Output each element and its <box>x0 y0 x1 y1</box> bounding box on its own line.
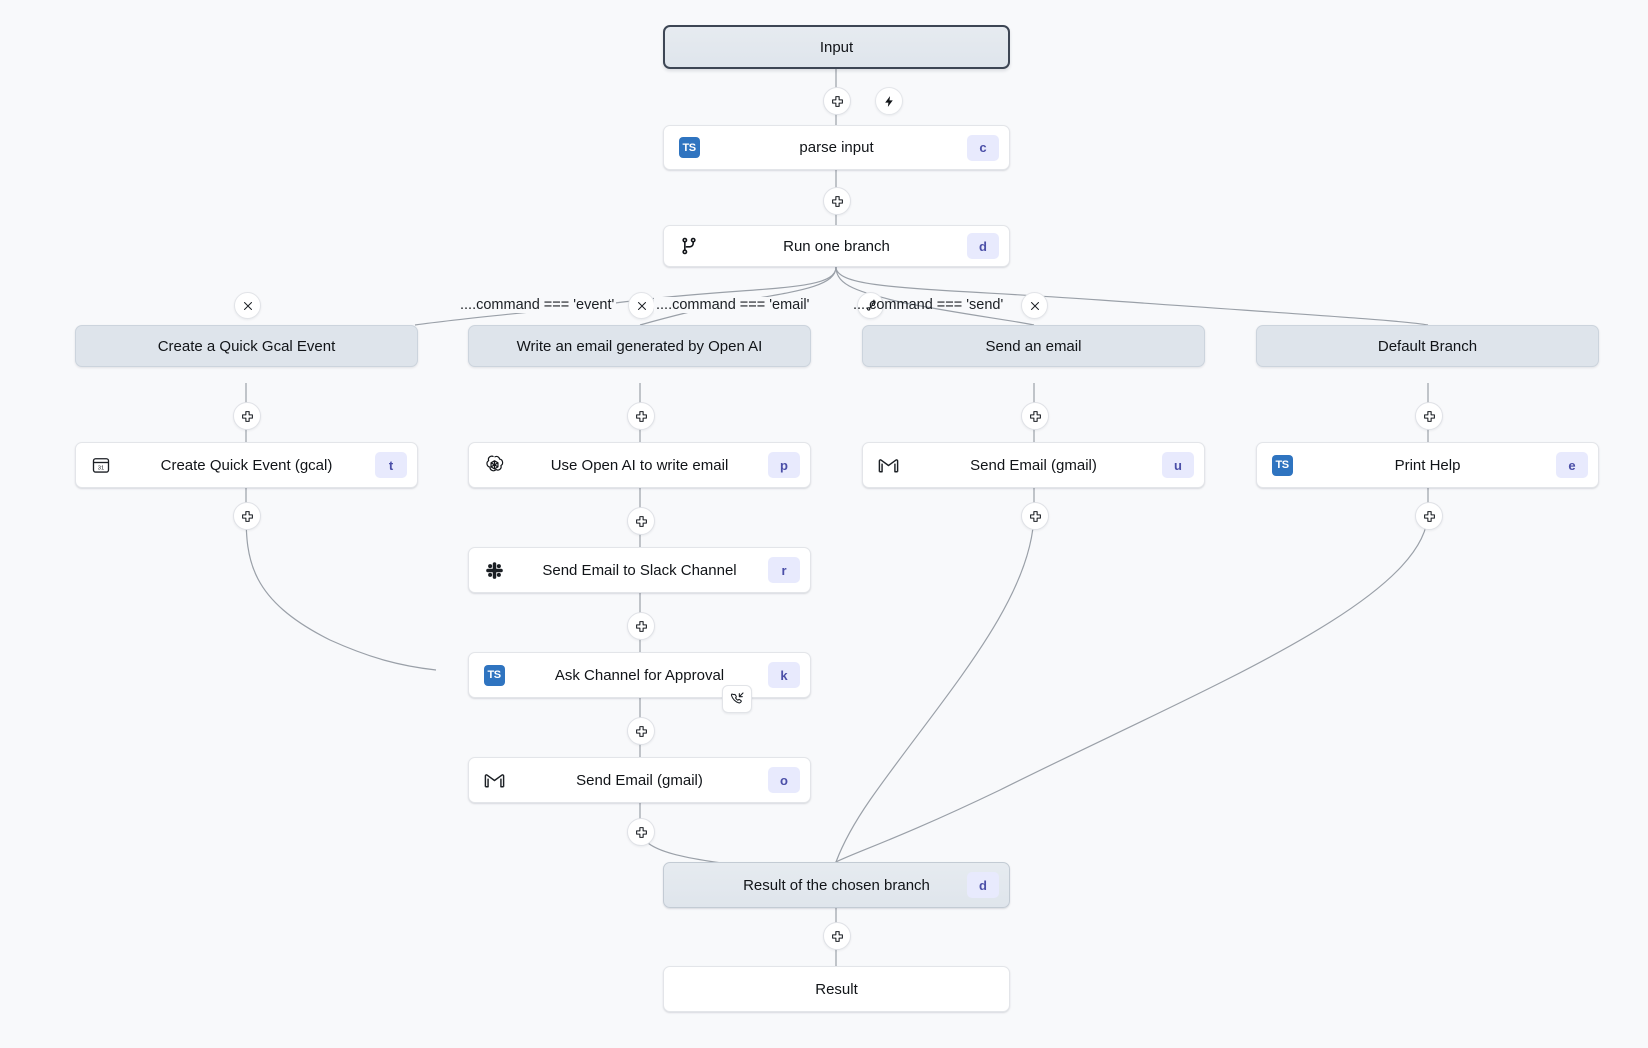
remove-branch-1[interactable] <box>234 292 261 319</box>
add-branch-icon <box>866 299 876 311</box>
close-icon <box>637 301 646 310</box>
node-print-help[interactable]: TS Print Help e <box>1256 442 1599 488</box>
plus-icon <box>1029 510 1041 522</box>
node-send-email-gmail-mid[interactable]: Send Email (gmail) o <box>468 757 811 803</box>
typescript-icon: TS <box>482 663 506 687</box>
add-step-handle-slack[interactable] <box>627 612 655 640</box>
node-ask-channel-approval-shortcut[interactable]: k <box>768 662 800 688</box>
close-icon <box>1030 301 1039 310</box>
branch-head-gcal-label: Create a Quick Gcal Event <box>157 337 336 355</box>
plus-icon <box>635 410 647 422</box>
slack-icon <box>482 558 506 582</box>
add-step-handle-gmail-mid[interactable] <box>627 818 655 846</box>
remove-branch-3[interactable] <box>1021 292 1048 319</box>
node-send-email-gmail-mid-shortcut[interactable]: o <box>768 767 800 793</box>
branch-condition-3: ....command === 'send' <box>853 297 1004 313</box>
add-step-handle-create-quick-event[interactable] <box>233 502 261 530</box>
node-result[interactable]: Result <box>663 966 1010 1012</box>
plus-icon <box>831 930 843 942</box>
branch-head-email-label: Write an email generated by Open AI <box>516 337 763 355</box>
plus-icon <box>635 515 647 527</box>
node-input[interactable]: Input <box>663 25 1010 69</box>
node-run-one-branch-shortcut[interactable]: d <box>967 233 999 259</box>
suspend-callback-badge[interactable] <box>722 685 752 713</box>
node-send-email-gmail-right[interactable]: Send Email (gmail) u <box>862 442 1205 488</box>
add-step-handle-gcal-branch[interactable] <box>233 402 261 430</box>
plus-icon <box>635 826 647 838</box>
plus-icon <box>635 620 647 632</box>
add-step-handle-parse-input[interactable] <box>823 187 851 215</box>
branch-head-send-label: Send an email <box>985 337 1082 355</box>
add-step-handle-send-branch[interactable] <box>1021 402 1049 430</box>
plus-icon <box>1423 410 1435 422</box>
suspend-callback-icon <box>730 692 744 704</box>
node-send-email-slack-label: Send Email to Slack Channel <box>542 561 737 579</box>
trigger-handle[interactable] <box>875 87 903 115</box>
branch-head-default[interactable]: Default Branch <box>1256 325 1599 367</box>
plus-icon <box>241 410 253 422</box>
branch-icon <box>677 234 701 258</box>
node-use-open-ai-label: Use Open AI to write email <box>550 456 729 474</box>
add-branch-button[interactable] <box>857 292 884 319</box>
node-ask-channel-approval[interactable]: TS Ask Channel for Approval k <box>468 652 811 698</box>
node-run-one-branch[interactable]: Run one branch d <box>663 225 1010 267</box>
svg-text:31: 31 <box>98 466 104 472</box>
typescript-icon: TS <box>1270 453 1294 477</box>
branch-head-email[interactable]: Write an email generated by Open AI <box>468 325 811 367</box>
branch-condition-2: ....command === 'email' <box>654 297 812 313</box>
plus-icon <box>1423 510 1435 522</box>
branch-condition-1: ....command === 'event' <box>458 297 617 313</box>
node-result-label: Result <box>815 980 858 998</box>
node-send-email-gmail-mid-label: Send Email (gmail) <box>576 771 703 789</box>
gmail-icon <box>482 768 506 792</box>
google-calendar-icon: 31 <box>89 453 113 477</box>
node-send-email-slack[interactable]: Send Email to Slack Channel r <box>468 547 811 593</box>
plus-icon <box>831 195 843 207</box>
plus-icon <box>635 725 647 737</box>
node-print-help-label: Print Help <box>1394 456 1461 474</box>
node-parse-input-shortcut[interactable]: c <box>967 134 999 161</box>
node-input-label: Input <box>819 38 854 56</box>
openai-icon <box>482 453 506 477</box>
add-step-handle-open-ai[interactable] <box>627 507 655 535</box>
typescript-icon: TS <box>677 136 701 160</box>
plus-icon <box>831 95 843 107</box>
add-step-handle-ask-approval[interactable] <box>627 717 655 745</box>
node-send-email-gmail-right-label: Send Email (gmail) <box>970 456 1097 474</box>
add-step-handle-default-branch[interactable] <box>1415 402 1443 430</box>
node-send-email-gmail-right-shortcut[interactable]: u <box>1162 452 1194 478</box>
add-step-handle-input[interactable] <box>823 87 851 115</box>
branch-head-gcal[interactable]: Create a Quick Gcal Event <box>75 325 418 367</box>
node-create-quick-event[interactable]: 31 Create Quick Event (gcal) t <box>75 442 418 488</box>
node-create-quick-event-label: Create Quick Event (gcal) <box>160 456 333 474</box>
add-step-handle-result[interactable] <box>823 922 851 950</box>
node-use-open-ai-shortcut[interactable]: p <box>768 452 800 478</box>
remove-branch-2[interactable] <box>628 292 655 319</box>
branch-head-default-label: Default Branch <box>1377 337 1478 355</box>
plus-icon <box>1029 410 1041 422</box>
node-parse-input[interactable]: TS parse input c <box>663 125 1010 170</box>
node-ask-channel-approval-label: Ask Channel for Approval <box>554 666 725 684</box>
node-result-chosen-branch-label: Result of the chosen branch <box>743 876 930 894</box>
node-send-email-slack-shortcut[interactable]: r <box>768 557 800 583</box>
node-parse-input-label: parse input <box>799 139 874 156</box>
close-icon <box>243 301 252 310</box>
node-run-one-branch-label: Run one branch <box>783 237 890 255</box>
node-result-chosen-branch-shortcut[interactable]: d <box>967 872 999 898</box>
node-print-help-shortcut[interactable]: e <box>1556 452 1588 478</box>
node-create-quick-event-shortcut[interactable]: t <box>375 452 407 478</box>
add-step-handle-print-help[interactable] <box>1415 502 1443 530</box>
add-step-handle-gmail-right[interactable] <box>1021 502 1049 530</box>
add-step-handle-email-branch[interactable] <box>627 402 655 430</box>
node-result-chosen-branch[interactable]: Result of the chosen branch d <box>663 862 1010 908</box>
plus-icon <box>241 510 253 522</box>
branch-head-send[interactable]: Send an email <box>862 325 1205 367</box>
lightning-icon <box>884 95 893 107</box>
node-use-open-ai[interactable]: Use Open AI to write email p <box>468 442 811 488</box>
gmail-icon <box>876 453 900 477</box>
